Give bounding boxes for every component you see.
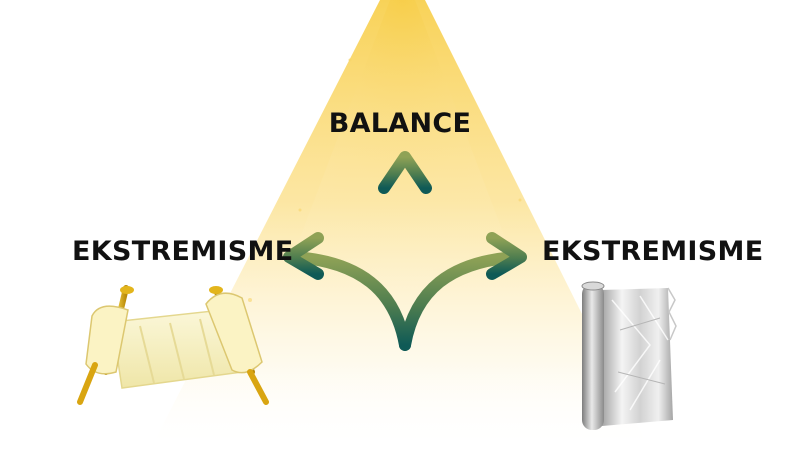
torah-scroll-icon [77, 285, 269, 405]
arrow-head-up [378, 151, 432, 194]
scroll-roller-right [205, 286, 269, 405]
arrow-branch-right [399, 251, 521, 351]
arrow-head-left [283, 232, 324, 280]
extremism-right-label: EKSTREMISME [542, 236, 764, 267]
balance-label: BALANCE [328, 108, 472, 139]
scroll-roller-left [77, 285, 134, 405]
extremism-left-label: EKSTREMISME [72, 236, 294, 267]
foil-roll-icon [581, 281, 677, 430]
three-way-arrow-icon [283, 151, 527, 406]
arrow-head-right [486, 232, 527, 280]
arrow-branch-left [289, 251, 411, 351]
